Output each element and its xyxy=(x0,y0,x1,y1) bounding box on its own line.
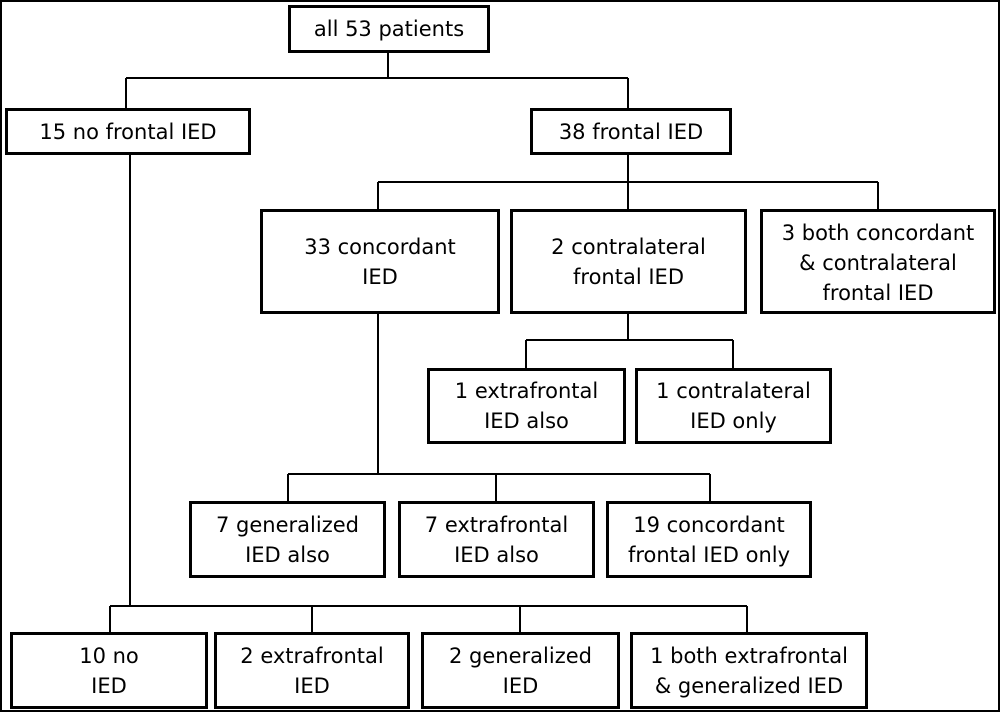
node-frontal-ied: 38 frontal IED xyxy=(530,108,732,155)
node-generalized-ied: 2 generalized IED xyxy=(421,632,620,709)
node-contralateral-ied-only: 1 contralateral IED only xyxy=(635,368,832,444)
node-contralateral-frontal-ied: 2 contralateral frontal IED xyxy=(510,209,747,314)
node-no-frontal-ied: 15 no frontal IED xyxy=(5,108,251,155)
node-all-patients: all 53 patients xyxy=(288,5,490,53)
node-concordant-frontal-ied-only: 19 concordant frontal IED only xyxy=(606,501,812,578)
node-extrafrontal-ied: 2 extrafrontal IED xyxy=(214,632,410,709)
node-both-concordant-contralateral: 3 both concordant & contralateral fronta… xyxy=(760,209,996,314)
node-both-extrafrontal-generalized: 1 both extrafrontal & generalized IED xyxy=(630,632,868,709)
node-no-ied: 10 no IED xyxy=(10,632,208,709)
node-concordant-ied: 33 concordant IED xyxy=(260,209,500,314)
node-extrafrontal-ied-also: 7 extrafrontal IED also xyxy=(398,501,595,578)
node-extrafrontal-ied-also-contralateral: 1 extrafrontal IED also xyxy=(427,368,626,444)
node-generalized-ied-also: 7 generalized IED also xyxy=(189,501,386,578)
